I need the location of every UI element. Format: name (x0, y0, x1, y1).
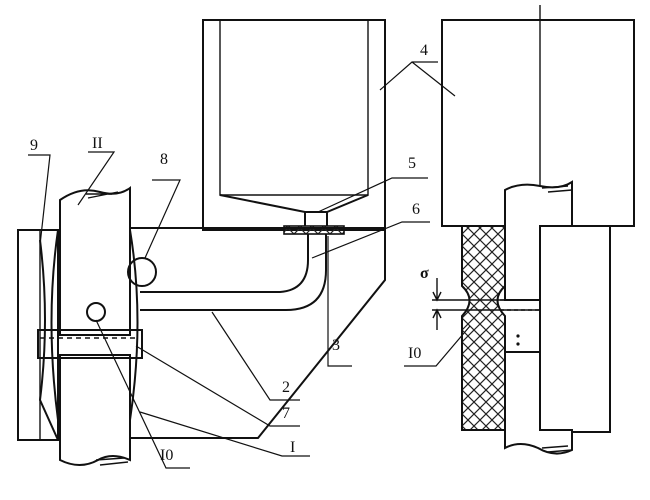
gap-arrow-up (432, 308, 442, 330)
support-plate (130, 227, 386, 439)
label-4: 4 (420, 42, 428, 59)
clamp-band (37, 329, 143, 359)
left-frame (17, 229, 59, 441)
hopper-body (202, 19, 386, 231)
upper-electrode-tip-hatch (86, 191, 119, 199)
label-sigma: σ (420, 265, 429, 282)
label-2: 2 (282, 379, 290, 396)
label-8: 8 (160, 151, 168, 168)
left-assembly (17, 19, 386, 466)
clamp-side-left (38, 229, 59, 441)
detail-gap-dash (500, 299, 540, 311)
feed-pipe-outer (140, 234, 327, 311)
label-6: 6 (412, 201, 420, 218)
detail-lower-block (539, 225, 611, 433)
sensor-8 (127, 257, 157, 287)
detail-upper-electrode (504, 180, 573, 301)
label-9: 9 (30, 137, 38, 154)
label-5: 5 (408, 155, 416, 172)
lower-electrode-tip-hatch (95, 457, 129, 466)
label-I: I (290, 439, 295, 456)
label-7: 7 (282, 405, 290, 422)
gap-arrow-down (432, 278, 442, 302)
detail-lower-electrode (504, 351, 573, 455)
label-3: 3 (332, 337, 340, 354)
lower-electrode (59, 354, 131, 466)
right-detail: σ I0 (404, 5, 635, 455)
feed-pipe (140, 234, 309, 293)
label-I0-right: I0 (408, 345, 421, 362)
left-labels: 9 II 8 4 5 6 3 2 7 I I0 (28, 42, 456, 469)
label-II: II (92, 135, 103, 152)
outlet-neck (304, 212, 328, 226)
detail-insulator (461, 225, 506, 431)
label-I0-left: I0 (160, 447, 173, 464)
outlet-plate (283, 225, 345, 235)
clamp-side-right (129, 229, 139, 421)
upper-electrode (59, 186, 131, 336)
